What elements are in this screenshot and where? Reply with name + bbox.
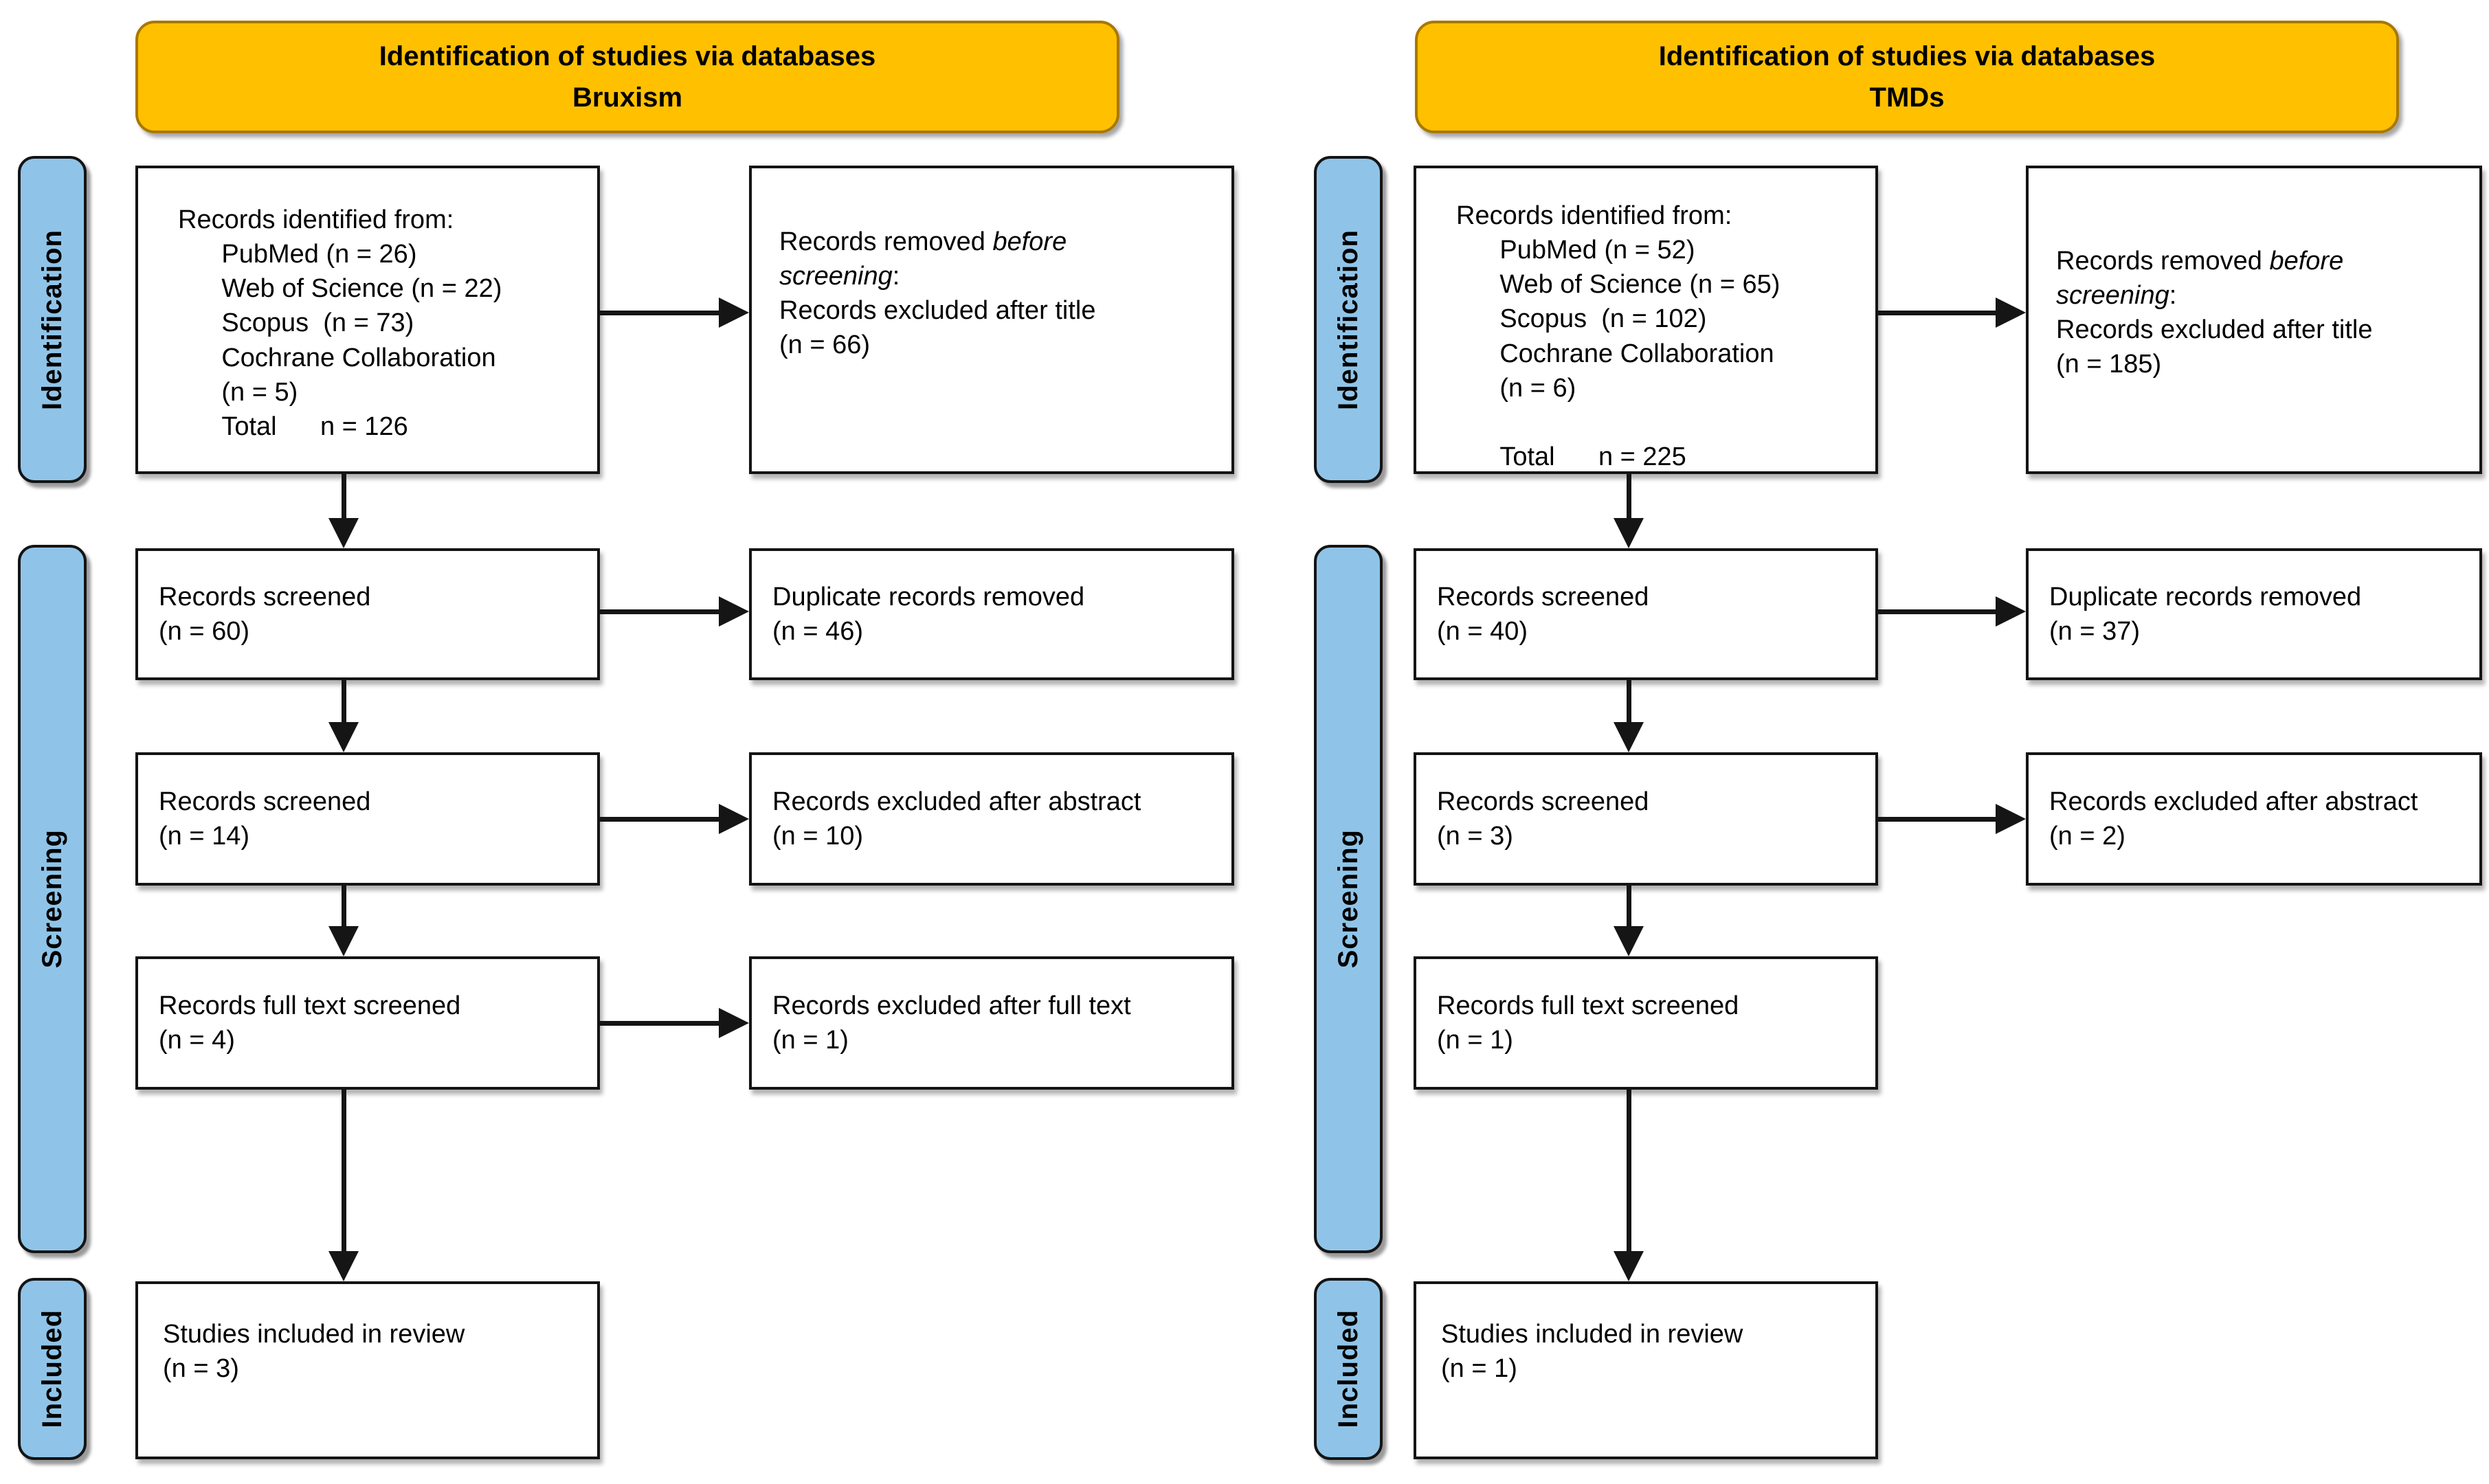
connector-line bbox=[600, 311, 722, 315]
connector-line bbox=[600, 609, 722, 614]
records-screened-box-1: Records screened (n = 40) bbox=[1414, 548, 1878, 680]
arrow-right-icon bbox=[719, 1008, 749, 1038]
header-banner: Identification of studies via databases … bbox=[135, 21, 1119, 133]
arrow-right-icon bbox=[1996, 596, 2026, 627]
connector-line bbox=[1627, 474, 1631, 521]
connector-line bbox=[600, 817, 722, 822]
records-excluded-abstract-box: Records excluded after abstract (n = 2) bbox=[2026, 752, 2482, 886]
header-line2: TMDs bbox=[1869, 82, 1945, 113]
arrow-down-icon bbox=[1614, 722, 1644, 752]
arrow-down-icon bbox=[1614, 1251, 1644, 1281]
connector-line bbox=[1627, 680, 1631, 725]
records-screened-box-2: Records screened (n = 14) bbox=[135, 752, 600, 886]
duplicate-records-removed-box: Duplicate records removed (n = 37) bbox=[2026, 548, 2482, 680]
stage-label-included: Included bbox=[1314, 1278, 1383, 1460]
records-identified-box: Records identified from: PubMed (n = 26)… bbox=[135, 166, 600, 474]
connector-line bbox=[342, 1090, 346, 1254]
connector-line bbox=[1878, 311, 1998, 315]
arrow-right-icon bbox=[719, 596, 749, 627]
stage-label-identification: Identification bbox=[1314, 156, 1383, 483]
arrow-right-icon bbox=[1996, 297, 2026, 328]
records-removed-box: Records removed before screening: Record… bbox=[749, 166, 1234, 474]
records-identified-box: Records identified from: PubMed (n = 52)… bbox=[1414, 166, 1878, 474]
stage-label-screening: Screening bbox=[1314, 545, 1383, 1253]
connector-line bbox=[342, 474, 346, 521]
records-screened-box-2: Records screened (n = 3) bbox=[1414, 752, 1878, 886]
connector-line bbox=[342, 680, 346, 725]
arrow-right-icon bbox=[719, 804, 749, 834]
arrow-right-icon bbox=[719, 297, 749, 328]
connector-line bbox=[1627, 886, 1631, 929]
records-fulltext-screened-box: Records full text screened (n = 4) bbox=[135, 956, 600, 1090]
arrow-down-icon bbox=[328, 722, 359, 752]
studies-included-box: Studies included in review (n = 1) bbox=[1414, 1281, 1878, 1459]
duplicate-records-removed-box: Duplicate records removed (n = 46) bbox=[749, 548, 1234, 680]
records-fulltext-screened-box: Records full text screened (n = 1) bbox=[1414, 956, 1878, 1090]
arrow-down-icon bbox=[328, 1251, 359, 1281]
stage-label-identification: Identification bbox=[18, 156, 87, 483]
header-line1: Identification of studies via databases bbox=[379, 41, 876, 71]
stage-label-screening: Screening bbox=[18, 545, 87, 1253]
header-line1: Identification of studies via databases bbox=[1658, 41, 2156, 71]
records-excluded-abstract-box: Records excluded after abstract (n = 10) bbox=[749, 752, 1234, 886]
connector-line bbox=[1878, 817, 1998, 822]
connector-line bbox=[600, 1021, 722, 1026]
connector-line bbox=[342, 886, 346, 929]
studies-included-box: Studies included in review (n = 3) bbox=[135, 1281, 600, 1459]
connector-line bbox=[1878, 609, 1998, 614]
arrow-down-icon bbox=[328, 518, 359, 548]
header-banner: Identification of studies via databases … bbox=[1415, 21, 2399, 133]
records-screened-box-1: Records screened (n = 60) bbox=[135, 548, 600, 680]
header-line2: Bruxism bbox=[572, 82, 683, 113]
arrow-down-icon bbox=[1614, 926, 1644, 956]
arrow-down-icon bbox=[328, 926, 359, 956]
stage-label-included: Included bbox=[18, 1278, 87, 1460]
arrow-right-icon bbox=[1996, 804, 2026, 834]
connector-line bbox=[1627, 1090, 1631, 1254]
records-excluded-fulltext-box: Records excluded after full text (n = 1) bbox=[749, 956, 1234, 1090]
arrow-down-icon bbox=[1614, 518, 1644, 548]
records-removed-box: Records removed before screening: Record… bbox=[2026, 166, 2482, 474]
